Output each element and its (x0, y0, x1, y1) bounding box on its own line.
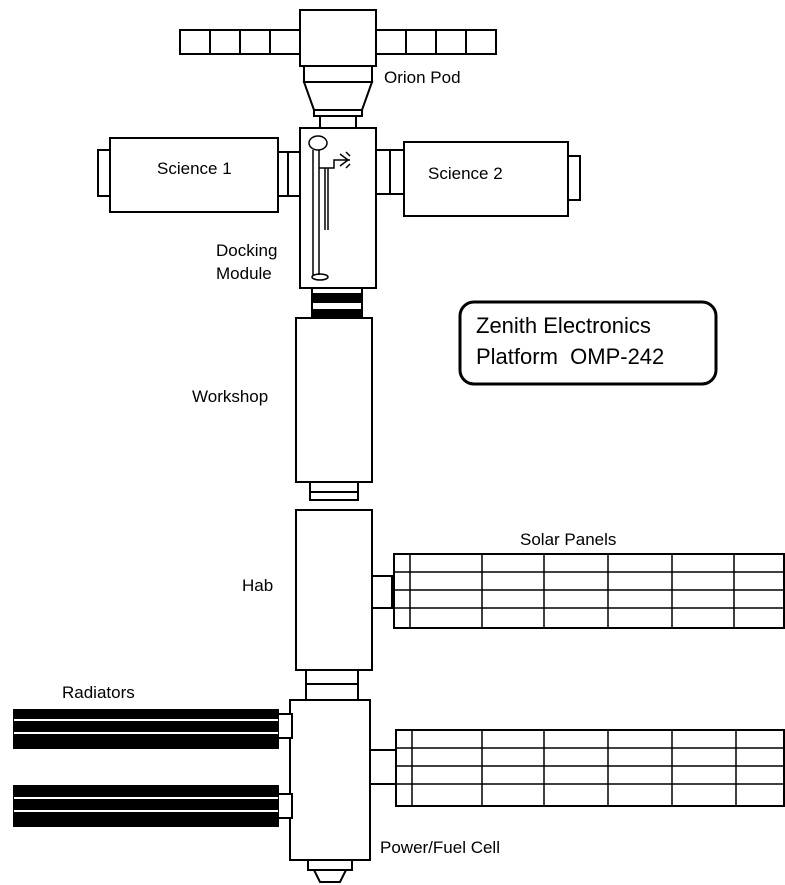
orion-pod-label: Orion Pod (384, 68, 461, 87)
science-1-label: Science 1 (157, 159, 232, 178)
orion-pod-connector (319, 115, 357, 129)
connector-hab-power (305, 669, 359, 701)
title-box: Zenith Electronics Platform OMP-242 (458, 300, 718, 386)
science-2-label: Science 2 (428, 164, 503, 183)
orion-pod (179, 9, 497, 129)
connector-workshop-hab (309, 481, 359, 501)
radiator-upper (13, 709, 293, 749)
radiators-label: Radiators (62, 683, 135, 702)
docking-module-label-line1: Docking (216, 241, 277, 260)
hab-solar-panel (371, 553, 785, 629)
power-engine-nozzle (307, 859, 353, 883)
hab-label: Hab (242, 576, 273, 595)
workshop-label: Workshop (192, 387, 268, 406)
radiator-lower (13, 785, 293, 827)
docking-module (299, 127, 377, 289)
orion-pod-capsule (299, 9, 377, 67)
science-1-module (97, 137, 301, 213)
title-line-2: Platform OMP-242 (476, 344, 664, 369)
science-2-module (375, 141, 581, 217)
connector-docking-workshop (311, 287, 363, 319)
solar-panels-label: Solar Panels (520, 530, 616, 549)
power-fuel-cell-module (289, 699, 371, 861)
docking-module-label-line2: Module (216, 264, 272, 283)
title-line-1: Zenith Electronics (476, 313, 651, 338)
orion-pod-service (303, 65, 373, 83)
robotic-arm (308, 135, 351, 281)
workshop-module (295, 317, 373, 483)
power-fuel-cell-label: Power/Fuel Cell (380, 838, 500, 857)
power-solar-panel (369, 729, 785, 807)
orion-pod-engine (302, 81, 374, 111)
orion-pod-left-array (179, 29, 301, 55)
hab-module (295, 509, 373, 671)
orion-pod-right-array (375, 29, 497, 55)
